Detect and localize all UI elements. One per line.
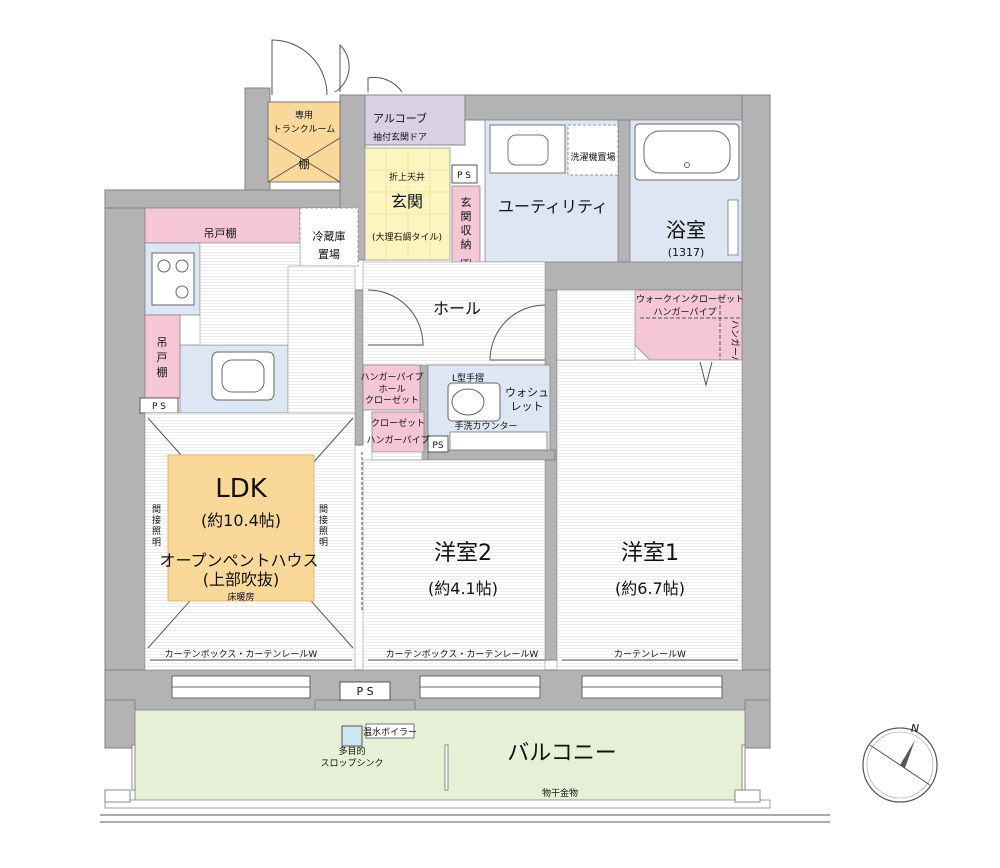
entrance-storage-label-4: 納	[461, 238, 472, 251]
entrance-label: 玄関	[391, 192, 423, 211]
indirect-light-l-3: 照	[152, 526, 161, 537]
ps-label-toilet: PS	[432, 441, 443, 451]
washer-label: 洗濯機置場	[570, 151, 615, 163]
walkin-label: ウォークインクローゼット	[636, 293, 744, 305]
hanging-shelf-v-3: 棚	[157, 365, 168, 379]
indirect-light-r-2: 接	[319, 514, 328, 526]
indirect-light-l-2: 接	[152, 514, 161, 526]
entrance-storage-label-3: 収	[461, 224, 472, 237]
ldk-size: (約10.4帖)	[201, 511, 281, 530]
indirect-light-l-4: 明	[152, 537, 161, 548]
ps-label-kitchen: P S	[152, 402, 166, 412]
walkin-pipe-1: ハンガーパイプ	[654, 307, 717, 318]
floor-heating-label: 床暖房	[227, 591, 254, 603]
entrance-storage-label-1: 玄	[461, 195, 472, 209]
ldk-open-penthouse: オープンペントハウス	[159, 551, 318, 570]
curtain-w1-label: カーテンレールW	[614, 649, 686, 660]
bath: 浴室 (1317)	[629, 119, 743, 263]
ps-label-entrance: P S	[457, 171, 471, 181]
ldk-upper: (上部吹抜)	[203, 570, 280, 589]
entrance-tile-label: (大理石調タイル)	[372, 231, 442, 243]
alcove: アルコーブ 袖付玄関ドア	[364, 76, 466, 146]
hall-label: ホール	[433, 299, 481, 318]
entrance-storage-label-2: 関	[461, 210, 472, 223]
hall-closet-label-1: ホール	[378, 384, 405, 395]
compass: N	[862, 722, 938, 803]
floor-heating-area	[167, 454, 315, 602]
indirect-light-r-1: 間	[319, 504, 328, 515]
water-heater-label: 温水ボイラー	[363, 726, 417, 738]
alcove-label: アルコーブ	[373, 111, 427, 125]
alcove-door-label: 袖付玄関ドア	[373, 131, 427, 143]
fridge-label-2: 置場	[318, 248, 340, 261]
western1-size: (約6.7帖)	[615, 579, 685, 598]
toilet: L型手摺 ウォシュ レット 手洗カウンター PS	[427, 364, 551, 453]
toilet-counter-label: 手洗カウンター	[454, 420, 517, 432]
ldk: LDK (約10.4帖) オープンペントハウス (上部吹抜) 床暖房 間 接 照…	[144, 412, 356, 671]
hall-closet-label-2: クローゼット	[365, 394, 419, 406]
balcony: 多目的 スロップシンク 温水ボイラー バルコニー 物干金物	[100, 709, 830, 823]
compass-n-label: N	[911, 722, 919, 735]
hall-closet: ハンガーパイプ ホール クローゼット クローゼット ハンガーパイプ	[361, 364, 430, 453]
slop-sink-label-1: 多目的	[338, 745, 365, 757]
hall-closet-pipe: ハンガーパイプ	[361, 372, 424, 383]
trunk-label-2: トランクルーム	[273, 124, 335, 135]
bath-label: 浴室	[666, 218, 706, 242]
washlet-label-2: レット	[511, 400, 544, 413]
slop-sink-label-2: スロップシンク	[320, 758, 383, 769]
indirect-light-r-4: 明	[319, 537, 328, 548]
bath-size: (1317)	[668, 246, 705, 259]
utility: 洗濯機置場 ユーティリティ	[484, 119, 619, 263]
western2-label: 洋室2	[434, 541, 492, 566]
trunk-room: 専用 トランクルーム 棚	[267, 39, 350, 183]
utility-label: ユーティリティ	[498, 197, 608, 216]
walk-in-closet: ウォークインクローゼット ハンガーパイプ ハンガーパイプ	[634, 289, 744, 383]
hanging-shelf-label: 吊戸棚	[204, 226, 237, 240]
clothesline-label: 物干金物	[542, 787, 578, 799]
western-room-1: 洋室1 (約6.7帖) カーテンレールW	[556, 289, 743, 671]
toilet-rail-label: L型手摺	[452, 372, 484, 384]
hall: ホール	[362, 261, 546, 366]
kitchen: 吊戸棚 吊 戸 棚 P S 冷蔵庫 置場	[139, 207, 359, 414]
trunk-label-1: 専用	[295, 109, 313, 121]
hanging-shelf-v-1: 吊	[157, 336, 168, 349]
walkin-pipe-2: ハンガーパイプ	[729, 320, 740, 383]
western-room-2: 洋室2 (約4.1帖) カーテンボックス・カーテンレールW	[361, 451, 546, 671]
ldk-label: LDK	[215, 474, 268, 504]
curtain-w2-label: カーテンボックス・カーテンレールW	[386, 649, 539, 660]
western2-size: (約4.1帖)	[428, 579, 498, 598]
washlet-label-1: ウォシュ	[505, 386, 549, 399]
windows	[171, 675, 723, 699]
entrance-ceiling-label: 折上天井	[389, 171, 425, 183]
slop-sink-icon	[341, 725, 363, 747]
closet-label: クローゼット	[371, 417, 425, 429]
hanging-shelf-v-2: 戸	[157, 351, 168, 364]
balcony-label: バルコニー	[507, 741, 617, 766]
trunk-shelf-label: 棚	[299, 157, 310, 171]
cooktop	[151, 252, 195, 306]
indirect-light-l-1: 間	[152, 504, 161, 515]
closet-pipe: ハンガーパイプ	[367, 435, 430, 446]
entrance: 折上天井 玄関 (大理石調タイル) P S 玄 関 収 納 (T)	[364, 147, 481, 277]
ps-label-bottom: P S	[356, 685, 373, 698]
fridge-label-1: 冷蔵庫	[313, 229, 346, 243]
western1-label: 洋室1	[621, 541, 679, 566]
curtain-ldk-label: カーテンボックス・カーテンレールW	[165, 649, 318, 660]
indirect-light-r-3: 照	[319, 526, 328, 537]
